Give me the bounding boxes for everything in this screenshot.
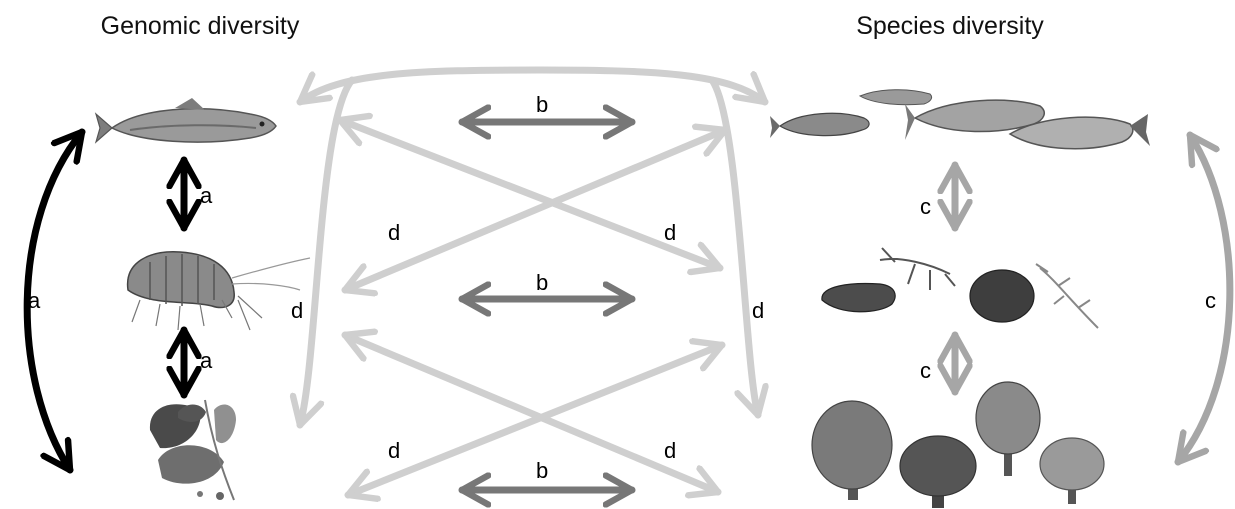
label-a-upper: a	[200, 183, 213, 208]
arrow-d-left-column	[300, 76, 356, 429]
label-d-left-column: d	[291, 298, 303, 323]
label-c-outer: c	[1205, 288, 1216, 313]
species-diversity-heading: Species diversity	[856, 12, 1044, 40]
arrow-d-big-loop	[296, 66, 769, 106]
fish-group-icon	[770, 89, 1150, 150]
invertebrate-group-icon	[821, 247, 1099, 329]
genomic-diversity-heading: Genomic diversity	[101, 12, 300, 40]
arrow-d-right-column	[708, 76, 758, 419]
arrow-d-cross-bottom-1	[341, 335, 722, 492]
label-b-middle: b	[536, 270, 548, 295]
label-d-upper-left: d	[388, 220, 400, 245]
label-d-lower-left: d	[388, 438, 400, 463]
label-c-lower: c	[920, 358, 931, 383]
amphipod-icon	[126, 251, 311, 331]
arrow-d-cross-top-2	[341, 130, 729, 290]
tree-group-icon	[811, 381, 1105, 508]
label-a-lower: a	[200, 348, 213, 373]
arrow-d-cross-bottom-2	[344, 345, 726, 495]
label-c-upper: c	[920, 194, 931, 219]
label-b-top: b	[536, 92, 548, 117]
label-a-outer: a	[28, 288, 41, 313]
arrow-c-outer	[1174, 131, 1234, 466]
label-d-lower-right: d	[664, 438, 676, 463]
label-b-bottom: b	[536, 458, 548, 483]
label-d-upper-right: d	[664, 220, 676, 245]
label-d-right-column: d	[752, 298, 764, 323]
plant-icon	[149, 399, 236, 501]
fish-icon	[94, 98, 277, 144]
arrow-a-outer	[23, 128, 86, 474]
arrow-d-cross-top-1	[336, 120, 724, 268]
